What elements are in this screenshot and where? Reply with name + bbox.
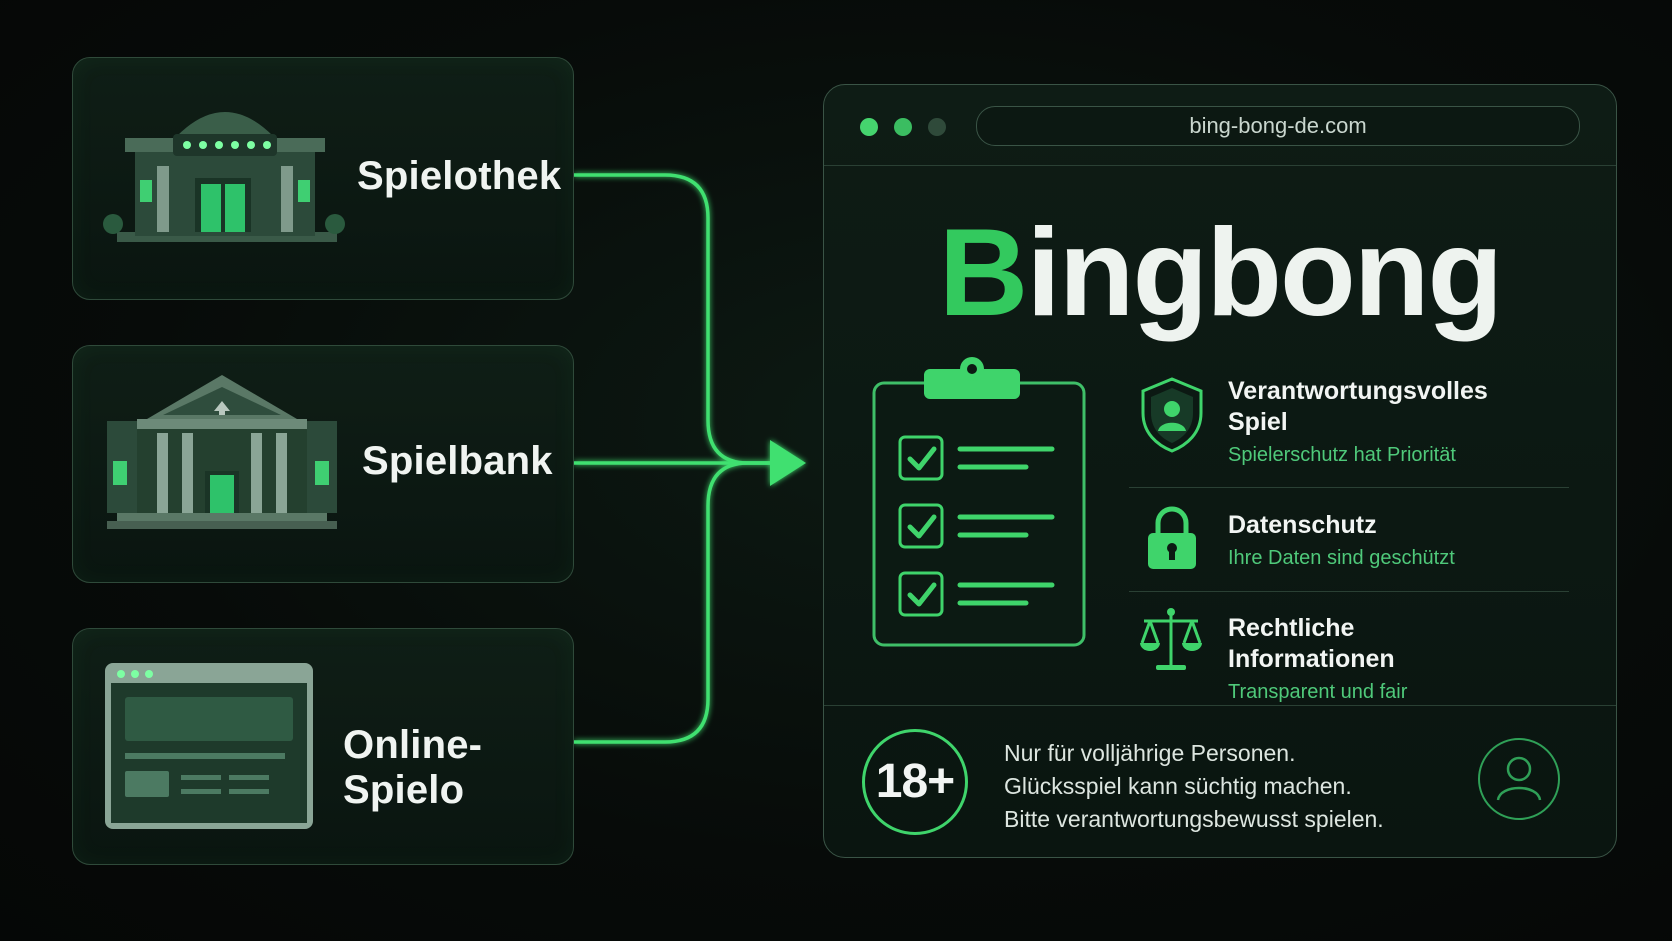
notice-line: Glücksspiel kann süchtig machen. xyxy=(1004,773,1352,799)
connector-line-spielothek xyxy=(574,173,775,465)
feature-responsible-gaming: Verantwortungsvolles Spiel Spielerschutz… xyxy=(1228,376,1528,467)
source-card-spielbank: Spielbank xyxy=(72,345,574,583)
logo-initial: B xyxy=(938,204,1029,342)
source-card-spielothek: Spielothek xyxy=(72,57,574,300)
source-label-spielothek: Spielothek xyxy=(357,154,562,198)
age-badge: 18+ xyxy=(862,729,968,835)
logo-wordmark: ingbong xyxy=(1026,204,1503,342)
brand-logo: Bingbong xyxy=(824,203,1616,343)
window-dot-green-2[interactable] xyxy=(894,118,912,136)
feature-subtitle: Ihre Daten sind geschützt xyxy=(1228,547,1455,569)
gambling-notice: Nur für volljährige Personen. Glücksspie… xyxy=(1004,737,1384,836)
checklist-clipboard-icon xyxy=(872,357,1086,647)
user-account-icon[interactable] xyxy=(1478,738,1560,820)
feature-subtitle: Transparent und fair xyxy=(1228,681,1408,703)
connector-arrowhead xyxy=(770,440,806,486)
connector-line-online xyxy=(574,461,775,744)
source-card-online: Online-Spielo xyxy=(72,628,574,865)
feature-data-protection: Datenschutz Ihre Daten sind geschützt xyxy=(1228,510,1528,570)
window-dot-green-1[interactable] xyxy=(860,118,878,136)
feature-legal-info: Rechtliche Informationen Transparent und… xyxy=(1228,613,1528,704)
browser-window: bing-bong-de.com Bingbong xyxy=(823,84,1617,858)
window-dot-gray[interactable] xyxy=(928,118,946,136)
casino-building-icon xyxy=(107,375,337,529)
notice-line: Nur für volljährige Personen. xyxy=(1004,740,1296,766)
shield-user-icon xyxy=(1141,377,1203,453)
user-silhouette-icon xyxy=(1496,756,1542,801)
feature-divider xyxy=(1129,487,1569,488)
source-label-spielbank: Spielbank xyxy=(362,439,553,483)
scales-icon xyxy=(1140,608,1202,670)
browser-topbar: bing-bong-de.com xyxy=(824,85,1616,166)
source-label-online: Online-Spielo xyxy=(343,723,483,812)
browser-window-icon xyxy=(105,663,313,829)
url-bar[interactable]: bing-bong-de.com xyxy=(976,106,1580,146)
feature-title: Datenschutz xyxy=(1228,511,1377,539)
feature-subtitle: Spielerschutz hat Priorität xyxy=(1228,444,1456,466)
feature-divider xyxy=(1129,591,1569,592)
arcade-hall-icon xyxy=(103,112,345,242)
feature-title: Verantwortungsvolles Spiel xyxy=(1228,377,1488,436)
feature-title: Rechtliche Informationen xyxy=(1228,614,1395,673)
age-notice-footer: 18+ Nur für volljährige Personen. Glücks… xyxy=(824,705,1616,857)
padlock-icon xyxy=(1148,506,1196,569)
notice-line: Bitte verantwortungsbewusst spielen. xyxy=(1004,806,1384,832)
